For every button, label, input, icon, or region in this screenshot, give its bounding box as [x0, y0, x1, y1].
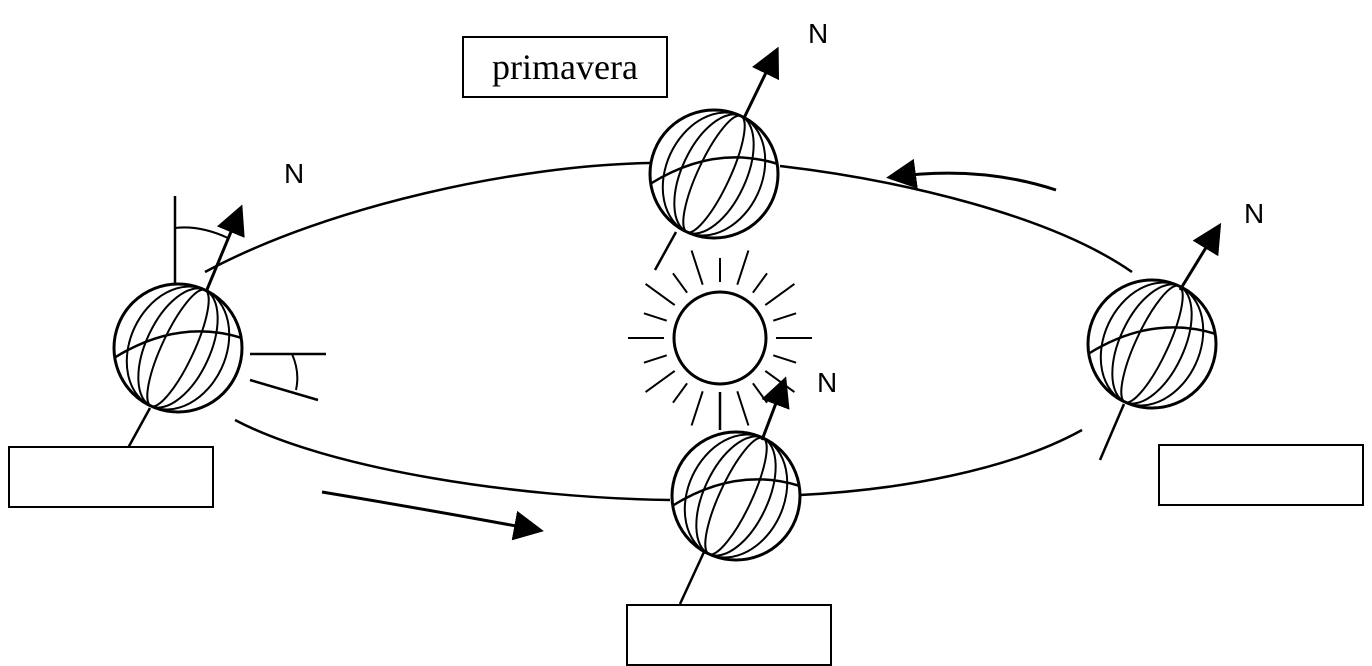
globe-icon: [112, 196, 326, 449]
globe-icon: [670, 376, 802, 605]
north-label-left: N: [284, 158, 305, 189]
globe-icon: [1086, 222, 1222, 461]
north-label-bottom: N: [817, 367, 838, 398]
north-label-right: N: [1244, 198, 1265, 229]
season-label-right-blank[interactable]: [1158, 444, 1364, 506]
north-label-top: N: [808, 18, 829, 49]
sun-icon: [628, 250, 812, 426]
arrow-icon: [321, 490, 544, 541]
globe-icon: [648, 46, 780, 271]
season-label-left-blank[interactable]: [8, 446, 214, 508]
season-label-spring: primavera: [462, 36, 668, 98]
season-label-spring-text: primavera: [492, 47, 638, 87]
arrow-icon: [886, 158, 1057, 192]
season-label-bottom-blank[interactable]: [626, 604, 832, 666]
orbit-path: [204, 161, 1133, 502]
